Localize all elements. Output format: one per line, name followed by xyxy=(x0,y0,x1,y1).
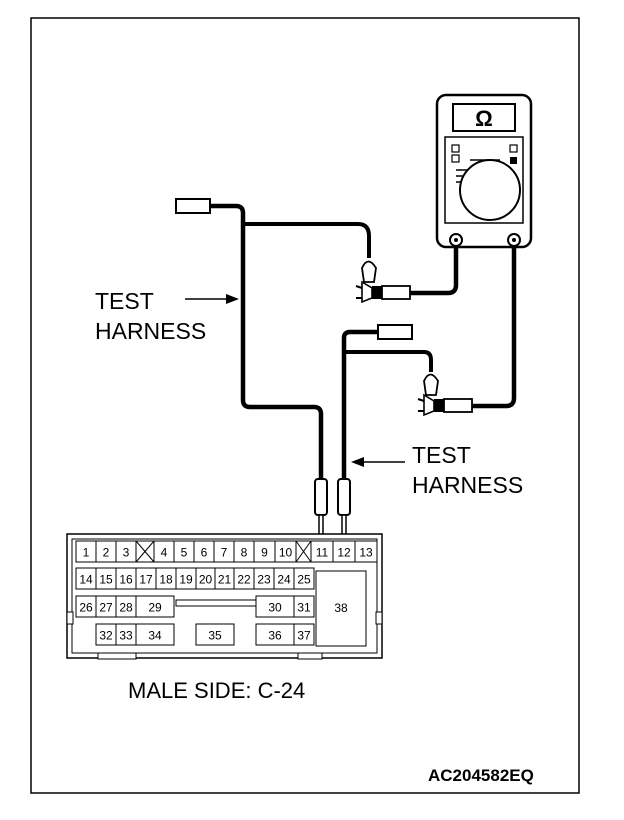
blank-cavity-icon xyxy=(295,540,312,563)
pin-number-label: 32 xyxy=(99,629,113,643)
harness-plug-icon xyxy=(377,324,413,340)
pin-number-label: 8 xyxy=(241,546,248,560)
pin-probe-icon xyxy=(337,478,351,544)
test-harness-right-branch xyxy=(344,350,433,372)
test-harness-left-branch xyxy=(243,222,371,258)
test-harness-left-wire xyxy=(210,203,324,480)
pin-number-label: 17 xyxy=(139,573,153,587)
pin-number-label: 25 xyxy=(297,573,311,587)
pin-cavity xyxy=(354,540,378,563)
pin-number-label: 10 xyxy=(279,546,293,560)
harness-plug-icon xyxy=(175,198,211,214)
meter-lead-left xyxy=(410,246,459,296)
alligator-clip-icon xyxy=(355,260,411,304)
pin-number-label: 33 xyxy=(119,629,133,643)
harness-label-line: HARNESS xyxy=(412,472,524,498)
pin-number-label: 23 xyxy=(257,573,271,587)
figure-code: AC204582EQ xyxy=(428,766,534,785)
figure-border xyxy=(30,17,580,794)
pin-number-label: 36 xyxy=(268,629,282,643)
rotary-dial-icon xyxy=(459,159,521,221)
pin-number-label: 27 xyxy=(99,601,113,615)
pin-number-label: 28 xyxy=(119,601,133,615)
arrow-icon xyxy=(351,457,405,467)
pin-number-label: 19 xyxy=(179,573,193,587)
pin-number-label: 1 xyxy=(83,546,90,560)
pin-number-label: 11 xyxy=(316,546,329,560)
pin-number-label: 22 xyxy=(237,573,251,587)
pin-cavity xyxy=(195,623,235,646)
pin-cavity xyxy=(293,623,315,646)
pin-number-label: 16 xyxy=(119,573,133,587)
pin-number-label: 4 xyxy=(161,546,168,560)
pin-number-label: 38 xyxy=(334,601,348,615)
pin-number-label: 6 xyxy=(201,546,208,560)
harness-label-line: TEST xyxy=(95,288,154,314)
pin-number-label: 3 xyxy=(123,546,130,560)
blank-cavity-icon xyxy=(135,540,155,563)
pin-cavity xyxy=(274,540,297,563)
pin-number-label: 7 xyxy=(221,546,228,560)
test-harness-label-right: TEST HARNESS xyxy=(412,440,523,500)
meter-button-icon xyxy=(451,154,460,163)
pin-number-label: 9 xyxy=(261,546,268,560)
arrow-icon xyxy=(185,294,239,304)
harness-label-line: TEST xyxy=(412,442,471,468)
pin-number-label: 30 xyxy=(268,601,282,615)
meter-display xyxy=(452,103,516,132)
pin-number-label: 18 xyxy=(159,573,173,587)
meter-button-icon xyxy=(509,144,518,153)
meter-button-icon xyxy=(510,157,517,164)
pin-cavity xyxy=(293,595,315,618)
pin-cavity xyxy=(135,595,175,618)
connector-inner-outline xyxy=(71,538,378,654)
meter-button-icon xyxy=(451,144,460,153)
pin-number-label: 34 xyxy=(148,629,162,643)
test-harness-right-wire xyxy=(341,329,378,480)
harness-label-line: HARNESS xyxy=(95,318,207,344)
pin-cavity xyxy=(115,540,137,563)
pin-number-label: 15 xyxy=(99,573,113,587)
pin-number-label: 26 xyxy=(79,601,93,615)
ohmmeter: Ω xyxy=(435,93,533,249)
pin-number-label: 5 xyxy=(181,546,188,560)
connector-caption: MALE SIDE: C-24 xyxy=(128,678,306,703)
pin-number-label: 13 xyxy=(359,546,373,560)
pin-number-label: 29 xyxy=(148,601,162,615)
pin-number-label: 24 xyxy=(277,573,291,587)
pin-cavity xyxy=(135,623,175,646)
pin-number-label: 35 xyxy=(208,629,222,643)
pin-number-label: 20 xyxy=(199,573,213,587)
pin-cavity xyxy=(315,570,367,647)
alligator-clip-icon xyxy=(417,373,473,417)
pin-cavity xyxy=(293,567,315,590)
meter-lead-right xyxy=(472,246,517,409)
pin-number-label: 21 xyxy=(218,573,232,587)
pin-number-label: 31 xyxy=(297,601,311,615)
pin-number-label: 14 xyxy=(79,573,93,587)
pin-number-label: 37 xyxy=(297,629,311,643)
test-harness-label-left: TEST HARNESS xyxy=(95,286,206,346)
ohm-symbol: Ω xyxy=(475,106,493,131)
pin-number-label: 12 xyxy=(337,546,351,560)
pin-number-label: 2 xyxy=(103,546,110,560)
